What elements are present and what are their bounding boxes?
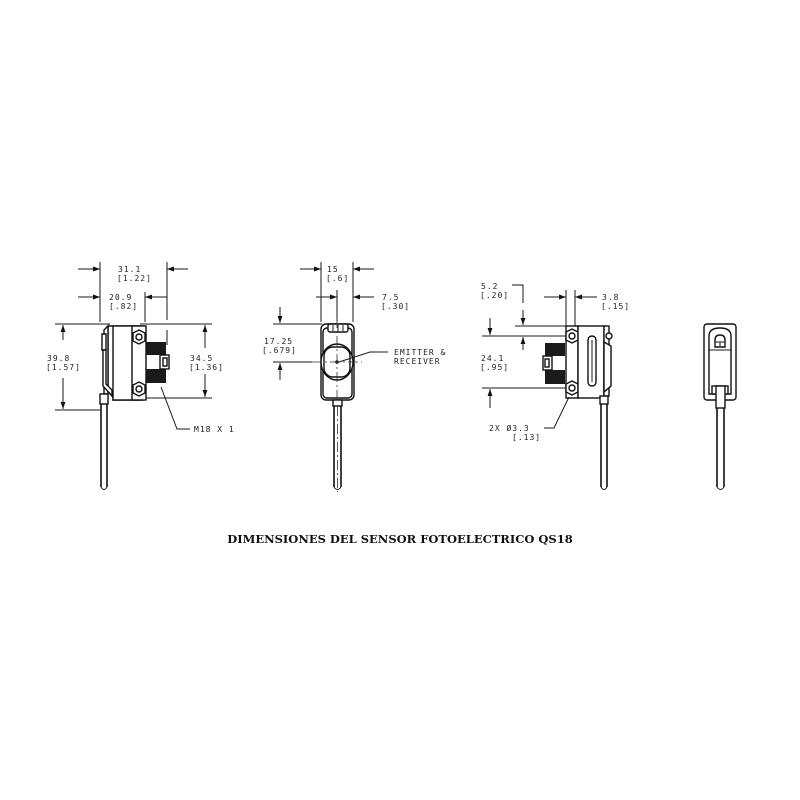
dim-hole-inset-in: [.15] <box>601 302 630 311</box>
holes-leader <box>544 396 570 429</box>
dim-hole-spacing-mm: 24.1 <box>481 354 504 363</box>
side-view-right: 3.8 [.15] 5.2 [.20] 24.1 [.95] <box>480 282 630 490</box>
dim-overall-width-in: [1.22] <box>117 274 152 283</box>
callout-lens-line2: RECEIVER <box>394 357 441 366</box>
dim-half-width-mm: 7.5 <box>382 293 399 302</box>
front-view: 15 [.6] 7.5 [.30] 17.25 [.679] <box>262 262 446 492</box>
dim-lens-height-mm: 17.25 <box>264 337 293 346</box>
dim-body-width-in: [.82] <box>109 302 138 311</box>
callout-lens-line1: EMITTER & <box>394 348 446 357</box>
dim-overall-width-mm: 31.1 <box>118 265 141 274</box>
dim-mount-height-in: [1.36] <box>189 363 224 372</box>
callout-holes-line2: [.13] <box>512 433 541 442</box>
callout-thread: M18 X 1 <box>194 425 235 434</box>
side-view-left: 31.1 [1.22] 20.9 [.82] 39.8 [1.57] 34.5 … <box>46 262 235 490</box>
dim-hole-offset-in: [.20] <box>480 291 509 300</box>
drawing-title: DIMENSIONES DEL SENSOR FOTOELECTRICO QS1… <box>227 532 573 546</box>
dim-hole-spacing-in: [.95] <box>480 363 509 372</box>
dim-lens-height-in: [.679] <box>262 346 297 355</box>
dim-half-width-in: [.30] <box>381 302 410 311</box>
rear-view <box>703 323 737 490</box>
dim-width-in: [.6] <box>326 274 349 283</box>
lens-leader <box>338 351 388 363</box>
dim-hole-offset-mm: 5.2 <box>481 282 498 291</box>
dim-overall-height-in: [1.57] <box>46 363 81 372</box>
dim-hole-inset-mm: 3.8 <box>602 293 619 302</box>
dim-body-width-mm: 20.9 <box>109 293 132 302</box>
dim-mount-height-mm: 34.5 <box>190 354 213 363</box>
dim-overall-height-mm: 39.8 <box>47 354 70 363</box>
thread-leader <box>160 386 190 430</box>
callout-holes-line1: 2X Ø3.3 <box>489 423 530 433</box>
dim-width-mm: 15 <box>327 265 339 274</box>
